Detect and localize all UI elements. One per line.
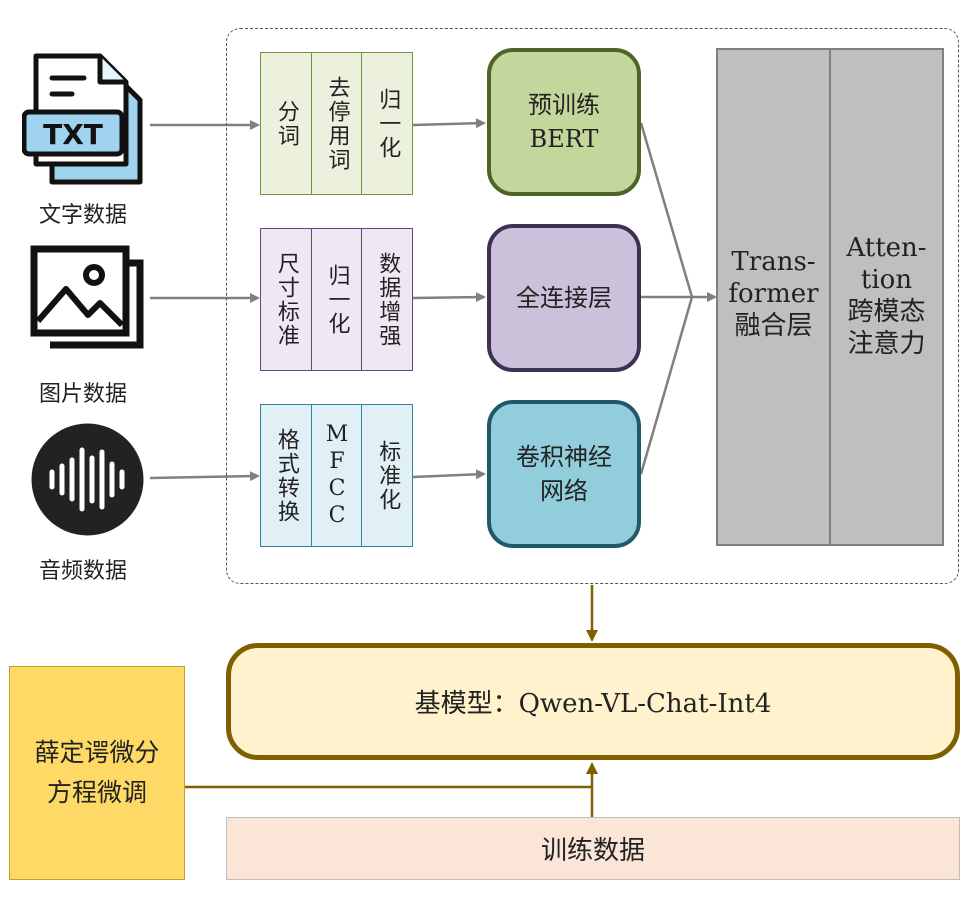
txt-file-icon-label: TXT [43, 118, 103, 151]
arrow-audio-to-preprocess [149, 471, 260, 482]
preprocess-step: 格式转换 [260, 404, 312, 547]
preprocess-step: 归一化 [311, 228, 363, 371]
preprocess-step: 标准化 [362, 404, 414, 547]
text-encoder-bert: 预训练 BERT [487, 48, 641, 196]
arrow-audio-to-encoder [412, 469, 486, 480]
preprocess-step: 尺寸标准 [260, 228, 312, 371]
image-preprocess-group: 尺寸标准 归一化 数据增强 [260, 228, 414, 371]
cross-modal-attention-layer: Atten- tion 跨模态 注意力 [829, 48, 944, 546]
source-label-image: 图片数据 [38, 382, 127, 407]
arrow-image-to-encoder [412, 292, 486, 303]
text-preprocess-group: 分词 去停用词 归一化 [260, 52, 414, 195]
line-text-encoder-to-fusion [639, 122, 694, 298]
source-label-audio: 音频数据 [38, 559, 127, 584]
image-encoder-fc: 全连接层 [487, 224, 641, 372]
source-label-text: 文字数据 [38, 203, 127, 228]
txt-file-icon: TXT [21, 52, 144, 187]
preprocess-step: 去停用词 [311, 52, 363, 195]
preprocess-step: MFCC [311, 404, 363, 547]
training-data-box: 训练数据 [226, 817, 960, 880]
base-model-box: 基模型：Qwen-VL-Chat-Int4 [226, 643, 960, 760]
audio-preprocess-group: 格式转换 MFCC 标准化 [260, 404, 414, 547]
preprocess-step: 数据增强 [362, 228, 414, 371]
transformer-fusion-layer: Trans- former 融合层 [716, 48, 831, 546]
image-gallery-icon [30, 245, 144, 350]
preprocess-step: 分词 [260, 52, 312, 195]
audio-wave-icon [30, 422, 145, 537]
preprocess-step: 归一化 [362, 52, 414, 195]
line-audio-encoder-to-fusion [639, 296, 694, 475]
audio-encoder-cnn: 卷积神经 网络 [487, 400, 641, 548]
arrow-text-to-encoder [412, 118, 486, 129]
feature-extraction-container [226, 28, 959, 584]
fine-tune-box: 薛定谔微分 方程微调 [9, 666, 185, 880]
